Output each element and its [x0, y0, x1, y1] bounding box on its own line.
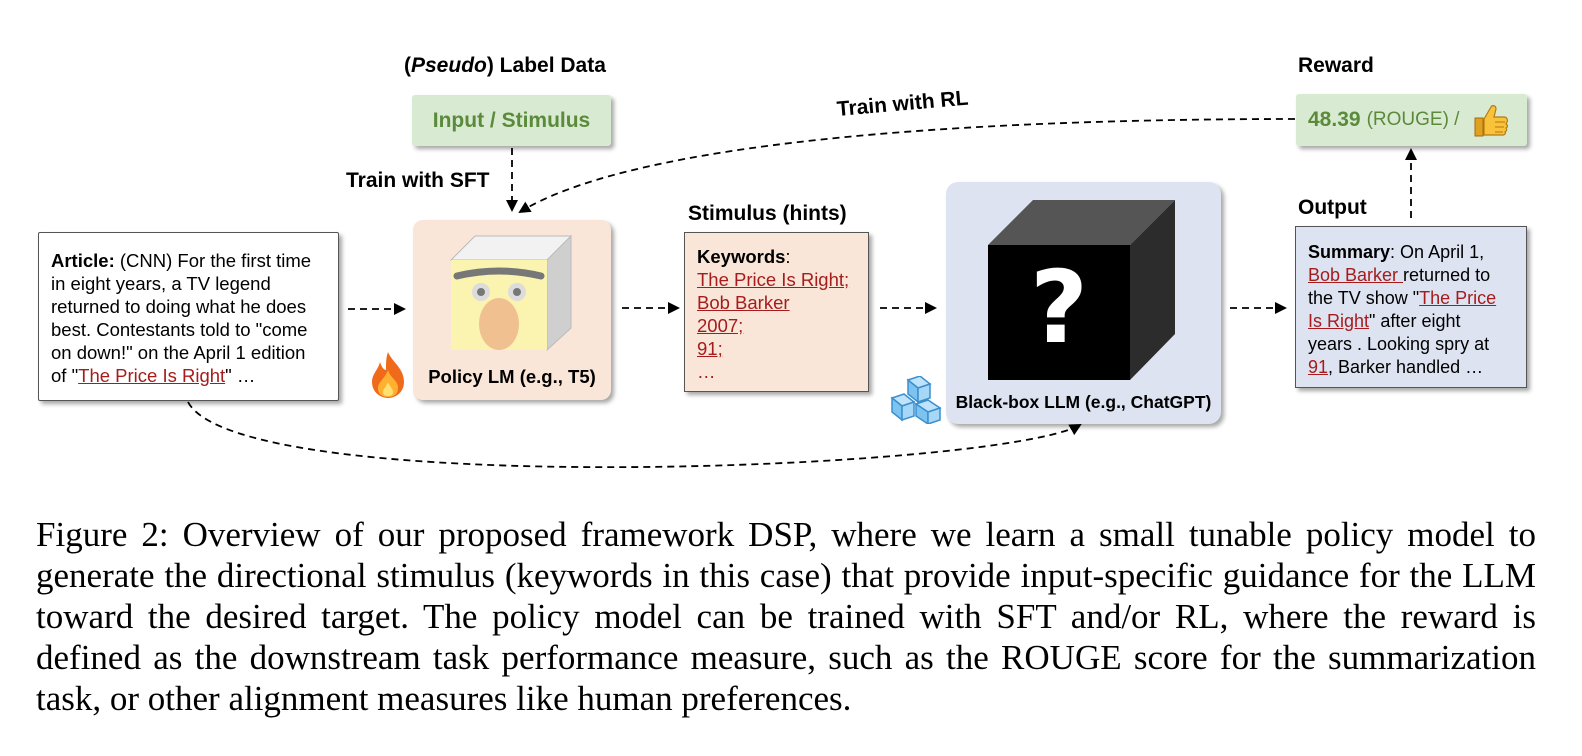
summary-line-3: the TV show "The Price [1308, 288, 1497, 308]
policy-cube-face-icon [449, 234, 573, 352]
blackbox-llm-label: Black-box LLM (e.g., ChatGPT) [955, 392, 1212, 412]
summary-line-2: Bob Barker returned to [1308, 265, 1491, 285]
article-link[interactable]: The Price Is Right [78, 365, 226, 386]
keyword-item[interactable]: 2007; [697, 315, 744, 336]
reward-score: 48.39 [1308, 108, 1361, 131]
article-line-1: Article: (CNN) For the first time [51, 250, 312, 271]
summary-line-5: years . Looking spry at [1308, 334, 1490, 354]
article-line-4: best. Contestants told to "come [51, 319, 308, 340]
input-stimulus-box: Input / Stimulus [412, 95, 611, 146]
policy-lm-label: Policy LM (e.g., T5) [428, 366, 596, 387]
output-box: Summary: On April 1, Bob Barker returned… [1295, 226, 1527, 388]
article-line-6: of "The Price Is Right" … [51, 365, 256, 386]
train-sft-label: Train with SFT [346, 169, 490, 192]
summary-line-4: Is Right" after eight [1308, 311, 1461, 331]
summary-line-6: 91, Barker handled … [1308, 357, 1484, 377]
arrow-article-to-llm [187, 401, 1082, 469]
label-data-header: (Pseudo) Label Data [404, 54, 606, 77]
stimulus-box: Keywords: The Price Is Right; Bob Barker… [684, 232, 869, 392]
keyword-item[interactable]: Bob Barker [697, 292, 790, 313]
input-stimulus-label: Input / Stimulus [432, 108, 591, 132]
thumbs-up-icon [1471, 100, 1511, 140]
flow-arrows [187, 118, 1417, 469]
stimulus-header: Stimulus (hints) [688, 202, 847, 225]
ice-cube-icon [890, 375, 942, 426]
policy-lm-box: Policy LM (e.g., T5) [413, 220, 611, 400]
arrow-reward-to-policy [518, 118, 1296, 214]
figure-caption: Figure 2: Overview of our proposed frame… [36, 515, 1536, 718]
reward-box: 48.39 (ROUGE) / [1296, 94, 1527, 146]
svg-text:?: ? [1030, 249, 1088, 366]
summary-line-1: Summary: On April 1, [1308, 242, 1485, 262]
keyword-ellipsis: … [697, 361, 716, 382]
question-cube-icon: ? [988, 200, 1175, 380]
article-line-2: in eight years, a TV legend [51, 273, 271, 294]
reward-metric: (ROUGE) / [1366, 109, 1460, 130]
blackbox-llm-box: ? Black-box LLM (e.g., ChatGPT) [946, 182, 1221, 424]
reward-header: Reward [1298, 54, 1374, 77]
fire-icon [368, 350, 408, 400]
output-header: Output [1298, 196, 1367, 219]
article-box: Article: (CNN) For the first time in eig… [38, 232, 339, 401]
keywords-label: Keywords: [697, 246, 791, 267]
article-line-5: on down!" on the April 1 edition [51, 342, 306, 363]
article-line-3: returned to doing what he does [51, 296, 307, 317]
keyword-item[interactable]: The Price Is Right; [697, 269, 850, 290]
keyword-item[interactable]: 91; [697, 338, 723, 359]
